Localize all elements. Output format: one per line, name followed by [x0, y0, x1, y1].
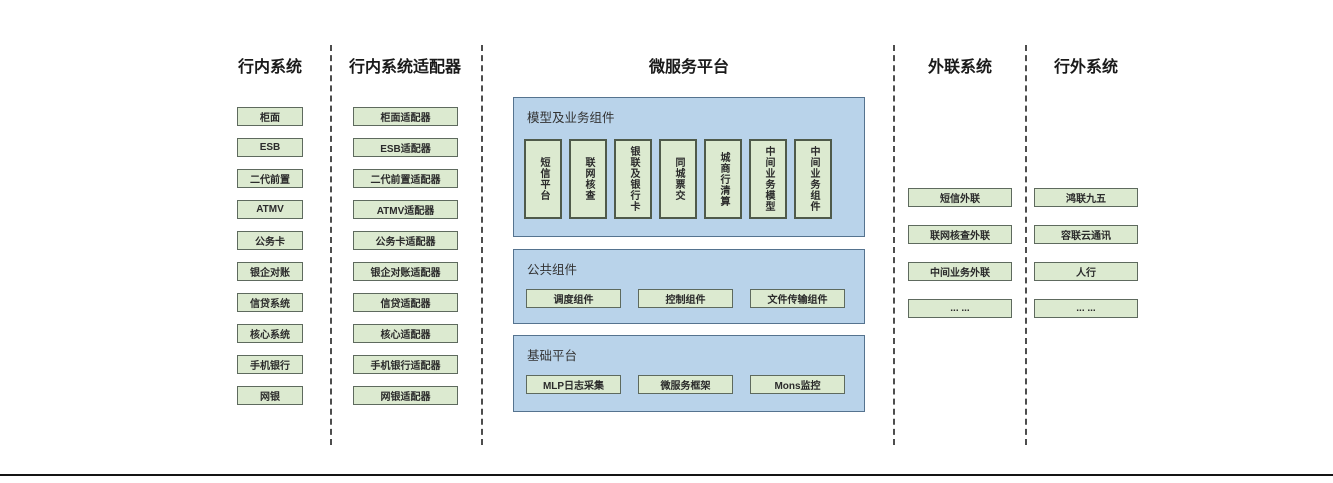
internal-system-box: 手机银行	[237, 355, 303, 374]
divider-dashed-3	[893, 45, 895, 445]
common-component-box: 控制组件	[638, 289, 733, 308]
adapter-box: 公务卡适配器	[353, 231, 458, 250]
outreach-system-box: ... ...	[908, 299, 1012, 318]
internal-system-box: 公务卡	[237, 231, 303, 250]
base-platform-box: MLP日志采集	[526, 375, 621, 394]
panel-base-label: 基础平台	[527, 349, 578, 363]
panel-common-label: 公共组件	[527, 263, 578, 277]
internal-system-box: 信贷系统	[237, 293, 303, 312]
internal-systems-list: 柜面 ESB 二代前置 ATMV 公务卡银企对账信贷系统核心系统手机银行网银	[237, 107, 303, 405]
outreach-system-box: 联网核查外联	[908, 225, 1012, 244]
internal-system-box: 核心系统	[237, 324, 303, 343]
internal-system-box: 二代前置	[237, 169, 303, 188]
internal-system-box: 网银	[237, 386, 303, 405]
model-component-box: 短信平台	[524, 139, 562, 219]
panel-model-business-components: 模型及业务组件 短信平台联网核查银联及银行卡同城票交城商行清算中间业务模型中间业…	[513, 97, 865, 237]
internal-system-box: ESB	[237, 138, 303, 157]
adapter-box: 二代前置适配器	[353, 169, 458, 188]
external-system-box: 鸿联九五	[1034, 188, 1138, 207]
model-component-box: 银联及银行卡	[614, 139, 652, 219]
model-component-box: 城商行清算	[704, 139, 742, 219]
outreach-systems-list: 短信外联联网核查外联中间业务外联 ... ...	[908, 188, 1012, 318]
header-microservice-platform: 微服务平台	[648, 59, 729, 76]
panel-base-platform: 基础平台 MLP日志采集微服务框架 Mons监控	[513, 335, 865, 412]
header-internal-adapters: 行内系统适配器	[348, 59, 461, 76]
adapter-box: 柜面适配器	[353, 107, 458, 126]
common-component-box: 调度组件	[526, 289, 621, 308]
adapter-box: 信贷适配器	[353, 293, 458, 312]
adapter-box: 银企对账适配器	[353, 262, 458, 281]
external-systems-list: 鸿联九五容联云通讯人行 ... ...	[1034, 188, 1138, 318]
common-components-row: 调度组件控制组件文件传输组件	[526, 289, 845, 308]
model-components-row: 短信平台联网核查银联及银行卡同城票交城商行清算中间业务模型中间业务组件	[524, 139, 832, 219]
model-component-box: 中间业务模型	[749, 139, 787, 219]
model-component-box: 同城票交	[659, 139, 697, 219]
common-component-box: 文件传输组件	[750, 289, 845, 308]
header-external-systems: 行外系统	[1053, 59, 1118, 76]
header-outreach-systems: 外联系统	[927, 59, 992, 76]
external-system-box: ... ...	[1034, 299, 1138, 318]
adapter-box: ESB适配器	[353, 138, 458, 157]
model-component-box: 中间业务组件	[794, 139, 832, 219]
base-platform-row: MLP日志采集微服务框架 Mons监控	[526, 375, 845, 394]
bottom-divider-line	[0, 474, 1333, 476]
divider-dashed-2	[481, 45, 483, 445]
model-component-box: 联网核查	[569, 139, 607, 219]
internal-system-box: 银企对账	[237, 262, 303, 281]
base-platform-box: Mons监控	[750, 375, 845, 394]
external-system-box: 容联云通讯	[1034, 225, 1138, 244]
header-internal-systems: 行内系统	[237, 59, 302, 76]
outreach-system-box: 短信外联	[908, 188, 1012, 207]
divider-dashed-4	[1025, 45, 1027, 445]
internal-adapters-list: 柜面适配器 ESB适配器二代前置适配器 ATMV适配器公务卡适配器银企对账适配器信贷…	[353, 107, 458, 405]
panel-model-label: 模型及业务组件	[527, 111, 615, 125]
adapter-box: ATMV适配器	[353, 200, 458, 219]
internal-system-box: ATMV	[237, 200, 303, 219]
base-platform-box: 微服务框架	[638, 375, 733, 394]
divider-dashed-1	[330, 45, 332, 445]
outreach-system-box: 中间业务外联	[908, 262, 1012, 281]
adapter-box: 手机银行适配器	[353, 355, 458, 374]
adapter-box: 核心适配器	[353, 324, 458, 343]
panel-common-components: 公共组件 调度组件控制组件文件传输组件	[513, 249, 865, 324]
internal-system-box: 柜面	[237, 107, 303, 126]
external-system-box: 人行	[1034, 262, 1138, 281]
adapter-box: 网银适配器	[353, 386, 458, 405]
